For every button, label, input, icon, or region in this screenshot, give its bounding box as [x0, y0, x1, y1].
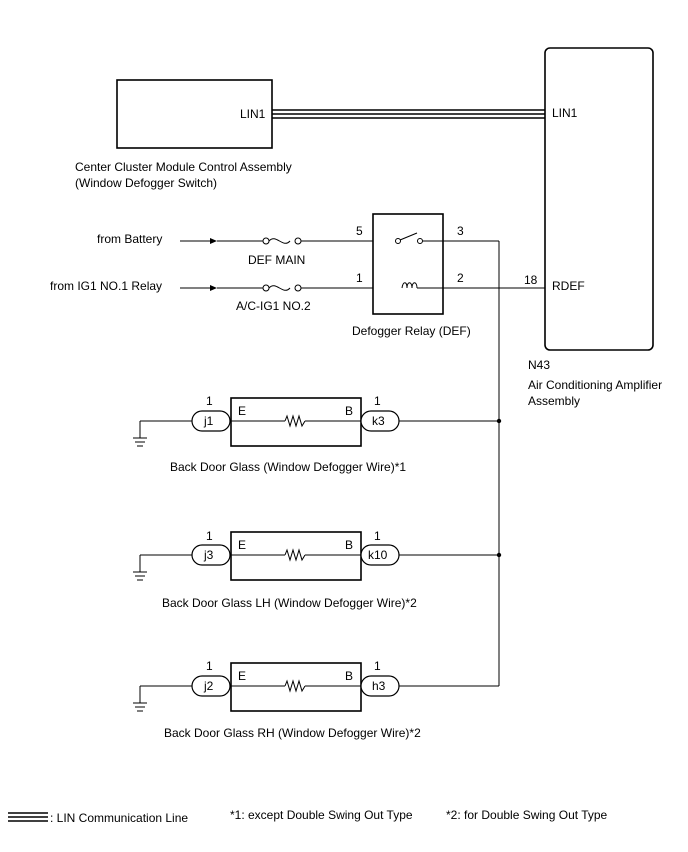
ground-icon	[133, 437, 147, 447]
pin-left-number: 1	[206, 394, 213, 408]
relay-pin-2: 2	[457, 271, 464, 285]
relay-pin-3: 3	[457, 224, 464, 238]
connector-left-label: j3	[203, 548, 214, 562]
resistor-icon	[284, 679, 306, 693]
amplifier-pin-lin1: LIN1	[552, 106, 578, 120]
cluster-pin-lin1: LIN1	[240, 107, 266, 121]
resistor-icon	[284, 414, 306, 428]
relay-coil-icon	[401, 282, 418, 289]
pin-left-number: 1	[206, 659, 213, 673]
fuse-ac-ig1-icon	[262, 284, 302, 292]
connector-right-label: h3	[372, 679, 386, 693]
glass-box	[230, 662, 362, 712]
legend-note-1: *1: except Double Swing Out Type	[230, 808, 413, 822]
amplifier-pin-rdef: RDEF	[552, 279, 585, 293]
relay-switch-icon	[395, 232, 423, 244]
fuse-ac-ig1-label: A/C-IG1 NO.2	[236, 299, 311, 313]
cluster-module-box	[116, 79, 273, 149]
source-ig1-label: from IG1 NO.1 Relay	[50, 279, 162, 293]
glass-group-2: j3 1 E B k10 1 Back Door Glass LH (Windo…	[133, 529, 499, 610]
cluster-name-line2: (Window Defogger Switch)	[75, 176, 217, 190]
amplifier-pin-18: 18	[524, 273, 538, 287]
amplifier-name-line2: Assembly	[528, 394, 580, 408]
glass-label-e: E	[238, 404, 246, 418]
cluster-name-line1: Center Cluster Module Control Assembly	[75, 160, 292, 174]
glass-label-b: B	[345, 404, 353, 418]
pin-right-number: 1	[374, 659, 381, 673]
glass-name: Back Door Glass (Window Defogger Wire)*1	[170, 460, 406, 474]
battery-arrow-icon	[180, 238, 217, 244]
connector-left	[191, 544, 231, 566]
lin-communication-line	[272, 109, 545, 119]
fuse-def-main-label: DEF MAIN	[248, 253, 305, 267]
connector-left	[191, 410, 231, 432]
legend-lin-label: : LIN Communication Line	[50, 811, 188, 825]
legend-lin-line-icon	[8, 812, 48, 822]
glass-name: Back Door Glass LH (Window Defogger Wire…	[162, 596, 417, 610]
connector-left	[191, 675, 231, 697]
glass-label-e: E	[238, 538, 246, 552]
connector-right-label: k3	[372, 414, 385, 428]
legend-note-2: *2: for Double Swing Out Type	[446, 808, 608, 822]
glass-box	[230, 397, 362, 447]
amplifier-box	[544, 47, 654, 351]
pin-right-number: 1	[374, 529, 381, 543]
ig1-arrow-icon	[180, 285, 217, 291]
resistor-icon	[284, 548, 306, 562]
glass-name: Back Door Glass RH (Window Defogger Wire…	[164, 726, 421, 740]
amplifier-name-line1: Air Conditioning Amplifier	[528, 378, 662, 392]
glass-box	[230, 531, 362, 581]
relay-pin-5: 5	[356, 224, 363, 238]
glass-label-e: E	[238, 669, 246, 683]
ground-icon	[133, 571, 147, 581]
ground-icon	[133, 702, 147, 712]
relay-pin-1: 1	[356, 271, 363, 285]
connector-left-label: j2	[203, 679, 214, 693]
pin-left-number: 1	[206, 529, 213, 543]
connector-right-label: k10	[368, 548, 388, 562]
relay-box	[372, 213, 444, 315]
connector-left-label: j1	[203, 414, 214, 428]
glass-group-1: j1 1 E B k3 1 Back Door Glass (Window De…	[133, 394, 499, 474]
relay-name: Defogger Relay (DEF)	[352, 324, 471, 338]
pin-right-number: 1	[374, 394, 381, 408]
glass-label-b: B	[345, 538, 353, 552]
amplifier-code: N43	[528, 358, 550, 372]
fuse-def-main-icon	[262, 237, 302, 245]
source-battery-label: from Battery	[97, 232, 162, 246]
glass-label-b: B	[345, 669, 353, 683]
glass-group-3: j2 1 E B h3 1 Back Door Glass RH (Window…	[133, 659, 499, 740]
